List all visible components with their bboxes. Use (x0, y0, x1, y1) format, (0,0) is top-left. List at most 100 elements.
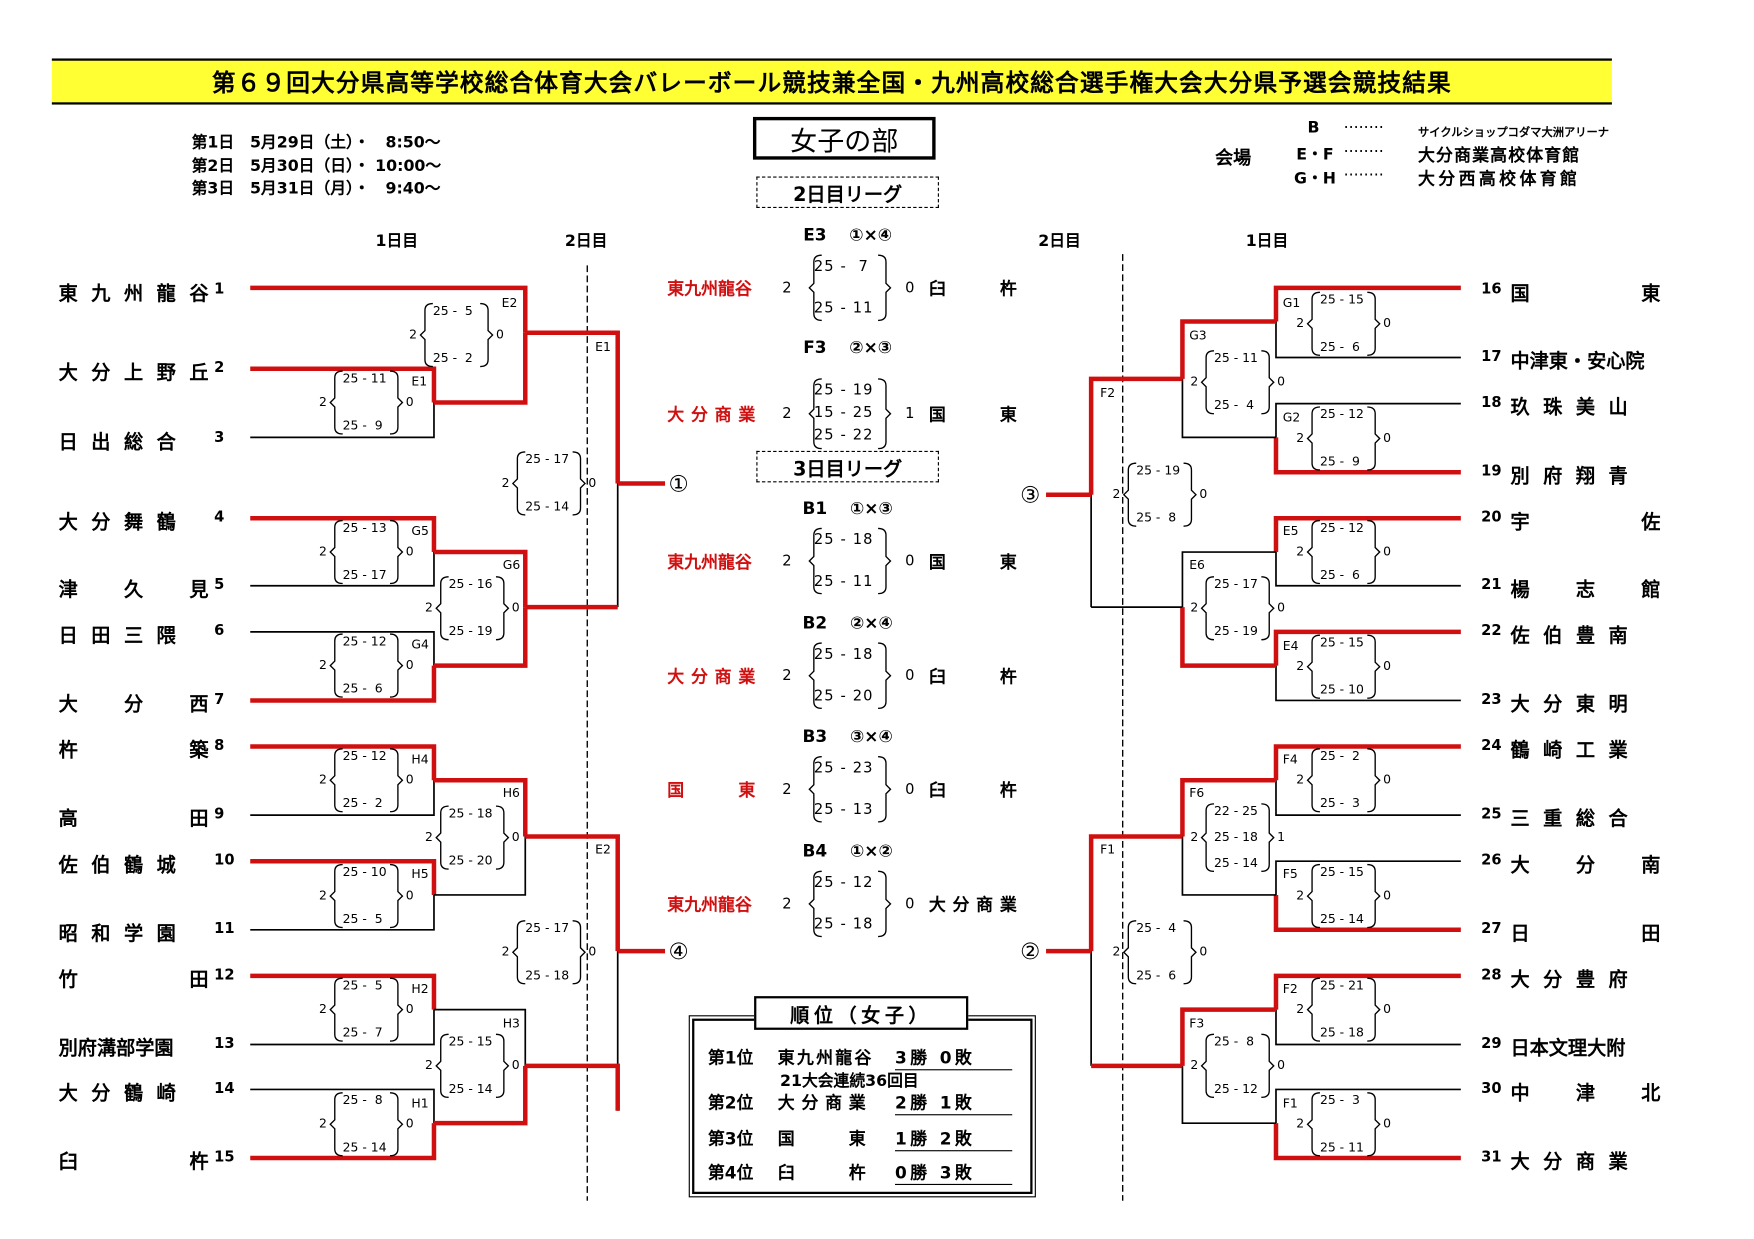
winner-line (433, 549, 528, 608)
score-set: 25 - 16 (448, 576, 493, 592)
score-brace (572, 920, 586, 985)
winner-line (433, 778, 528, 837)
team-name: 三重総合 (1510, 808, 1642, 831)
score-set: 25 - 11 (1213, 350, 1258, 366)
sets-won: 2 (1296, 430, 1305, 446)
venue-codes-gh: G・H (1294, 169, 1336, 188)
score-set: 25 - 14 (342, 1140, 387, 1155)
score-set: 25 - 9 (342, 418, 383, 433)
score-set: 25 - 8 (1136, 510, 1177, 526)
score-brace (419, 302, 433, 368)
score-set: 25 - 17 (525, 451, 570, 467)
league-set-score: 25 - 22 (813, 427, 874, 445)
sets-lost: 0 (1383, 1001, 1391, 1017)
league-away-team: 臼 杵 (928, 666, 1024, 687)
bracket-line (250, 631, 435, 666)
team-number: 21 (1481, 576, 1502, 594)
sets-won: 2 (318, 888, 327, 903)
team-number: 7 (214, 691, 225, 709)
score-set: 25 - 2 (342, 796, 383, 811)
score-set: 25 - 2 (1319, 748, 1360, 764)
score-set: 25 - 3 (1319, 1092, 1360, 1108)
sets-lost: 0 (1383, 658, 1391, 674)
score-brace (1122, 920, 1137, 985)
league-sets-away: 0 (905, 781, 915, 799)
score-set: 25 - 13 (342, 520, 387, 536)
venue-codes-ef: E・F (1296, 146, 1334, 165)
score-brace (329, 748, 343, 813)
team-name: 玖珠美山 (1510, 396, 1642, 420)
score-brace (329, 863, 343, 929)
winner-line (1273, 1123, 1461, 1161)
sets-lost: 0 (588, 475, 597, 491)
winner-line (1180, 319, 1276, 379)
league-set-score: 25 - 18 (813, 531, 874, 549)
league-home-team: 大分商業 (667, 666, 763, 687)
match-code: E6 (1189, 557, 1205, 573)
standing-rank: 第2位 (707, 1092, 754, 1114)
standing-record: 1勝 2敗 (894, 1127, 1013, 1152)
team-name: 津 久 見 (58, 579, 223, 602)
page-title: 第６９回大分県高等学校総合体育大会バレーボール競技兼全国・九州高校総合選手権大会… (51, 58, 1612, 105)
winner-line (1273, 516, 1461, 553)
score-set: 25 - 5 (432, 303, 473, 319)
winner-line (250, 973, 437, 1010)
sets-lost: 0 (1199, 944, 1208, 960)
score-set: 25 - 14 (1213, 855, 1258, 871)
score-set: 25 - 12 (1213, 1081, 1258, 1097)
bracket-line (1275, 665, 1461, 702)
league-match-label: B2 ②×④ (802, 612, 893, 633)
team-number: 30 (1481, 1080, 1502, 1098)
score-brace (495, 805, 510, 870)
score-brace (480, 302, 494, 368)
bracket-line (1181, 836, 1276, 896)
match-code: H6 (502, 785, 520, 801)
team-name: 杵 築 (58, 739, 223, 763)
team-number: 5 (214, 576, 225, 594)
score-set: 25 - 19 (1213, 623, 1258, 639)
standing-rank: 第4位 (707, 1162, 754, 1183)
league-set-score: 25 - 13 (813, 801, 874, 819)
team-name: 大 分 南 (1510, 854, 1674, 877)
score-set: 25 - 9 (1319, 454, 1360, 469)
team-number: 2 (214, 359, 225, 377)
winner-line (525, 330, 620, 484)
league-away-team: 国 東 (928, 552, 1024, 573)
bracket-line (250, 1088, 435, 1124)
schedule-day2: 第2日 5月30日（日）・ 10:00～ (191, 157, 442, 176)
score-set: 25 - 10 (342, 864, 387, 880)
score-set: 25 - 10 (1319, 682, 1364, 698)
league-sets-home: 2 (782, 781, 792, 799)
seed-left-top: ① (668, 469, 689, 497)
score-brace (1367, 291, 1381, 356)
score-set: 25 - 4 (1213, 398, 1254, 413)
match-code: F4 (1282, 752, 1298, 767)
score-brace (878, 378, 892, 450)
team-number: 10 (214, 852, 235, 870)
score-brace (389, 863, 404, 929)
league-sets-away: 0 (905, 553, 915, 571)
winner-line (250, 744, 437, 781)
team-number: 12 (214, 966, 235, 984)
sets-won: 2 (1190, 1057, 1199, 1073)
bracket-line (250, 780, 435, 816)
team-name: 宇 佐 (1510, 511, 1674, 535)
league-home-team: 東九州龍谷 (667, 278, 752, 300)
standing-team: 東九州龍谷 (777, 1047, 874, 1069)
team-name: 中 津 北 (1510, 1082, 1674, 1106)
score-set: 25 - 20 (448, 853, 493, 868)
match-code: H1 (411, 1096, 429, 1111)
sets-won: 2 (1296, 658, 1305, 674)
score-set: 25 - 12 (342, 634, 387, 649)
venue-name-ef: 大分商業高校体育館 (1418, 145, 1581, 166)
league-set-score: 25 - 11 (813, 573, 874, 591)
winner-line (250, 665, 437, 703)
score-brace (808, 642, 822, 709)
score-brace (495, 576, 510, 641)
team-name: 大分舞鶴 (58, 511, 190, 535)
day2-header-left: 2日目 (564, 232, 608, 251)
score-brace (1261, 576, 1275, 641)
sets-lost: 0 (1277, 600, 1286, 615)
score-set: 25 - 5 (342, 978, 383, 993)
bracket-line (1181, 1065, 1276, 1125)
